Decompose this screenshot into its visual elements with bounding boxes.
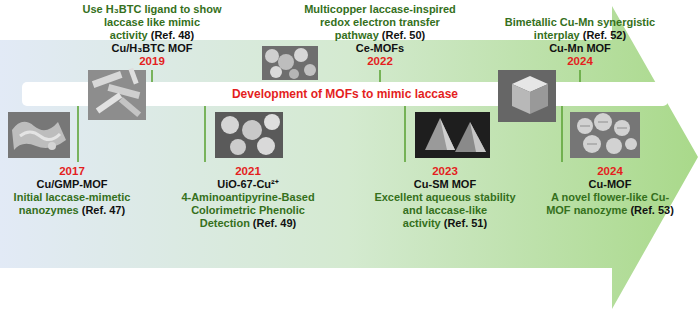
tick-lines [78,70,580,162]
timeline-entry: 2017Cu/GMP-MOFInitial laccase-mimetic na… [10,165,134,217]
desc-row: Bimetallic Cu-Mn synergistic interplay(R… [500,16,660,42]
reference-text: (Ref. 52) [583,29,626,41]
year-row: 2019 [72,55,232,68]
sem-image [8,112,70,158]
desc-row: Multicopper laccase-inspired redox elect… [300,3,460,42]
year-row: 2017 [10,165,134,178]
timeline-entry: Use H₃BTC ligand to show laccase like mi… [72,3,232,68]
year-label: 2021 [235,165,261,177]
year-row: 2021 [168,165,328,178]
timeline-entry: Bimetallic Cu-Mn synergistic interplay(R… [500,16,660,68]
name-row: Cu/GMP-MOF [10,178,134,191]
sem-image [215,112,283,158]
year-label: 2024 [597,165,623,177]
reference-text: (Ref. 47) [82,204,125,216]
desc-row: Use H₃BTC ligand to show laccase like mi… [72,3,232,42]
timeline-entry: 2023Cu-SM MOFExcellent aqueous stability… [370,165,520,230]
year-label: 2024 [567,55,593,67]
mof-name: Ce-MOFs [356,42,404,54]
desc-row: Excellent aqueous stability and laccase-… [370,191,520,230]
timeline-band: Development of MOFs to mimic laccase [22,82,668,106]
desc-row: 4-Aminoantipyrine-Based Colorimetric Phe… [168,191,328,230]
reference-text: (Ref. 49) [253,217,296,229]
reference-text: (Ref. 48) [151,29,194,41]
year-label: 2023 [432,165,458,177]
timeline-entry: Multicopper laccase-inspired redox elect… [300,3,460,68]
year-row: 2022 [300,55,460,68]
desc-row: A novel flower-like Cu-MOF nanozyme(Ref.… [545,191,675,217]
reference-text: (Ref. 53) [630,204,673,216]
timeline-arrow [0,6,698,309]
reference-text: (Ref. 51) [444,217,487,229]
sem-image [415,112,490,158]
mof-name: UiO-67-Cu²⁺ [217,178,278,190]
description-text: Multicopper laccase-inspired redox elect… [304,3,456,41]
sem-image [262,46,318,80]
year-row: 2023 [370,165,520,178]
mof-name: Cu-MOF [589,178,632,190]
band-title: Development of MOFs to mimic laccase [229,87,461,101]
desc-row: Initial laccase-mimetic nanozymes(Ref. 4… [10,191,134,217]
name-row: Cu-Mn MOF [500,42,660,55]
mof-name: Cu/GMP-MOF [37,178,108,190]
name-row: Cu/H₃BTC MOF [72,42,232,55]
mof-name: Cu/H₃BTC MOF [112,42,193,54]
name-row: Cu-MOF [545,178,675,191]
reference-text: (Ref. 50) [382,29,425,41]
year-label: 2019 [139,55,165,67]
year-label: 2022 [367,55,393,67]
name-row: Cu-SM MOF [370,178,520,191]
description-text: Bimetallic Cu-Mn synergistic interplay [505,16,655,41]
sem-image [570,112,640,158]
sem-image [498,70,556,122]
timeline-entry: 2024Cu-MOFA novel flower-like Cu-MOF nan… [545,165,675,217]
sem-image [88,68,146,120]
year-row: 2024 [500,55,660,68]
timeline-entry: 2021UiO-67-Cu²⁺4-Aminoantipyrine-Based C… [168,165,328,230]
year-row: 2024 [545,165,675,178]
year-label: 2017 [59,165,85,177]
name-row: UiO-67-Cu²⁺ [168,178,328,191]
mof-name: Cu-Mn MOF [549,42,611,54]
name-row: Ce-MOFs [300,42,460,55]
mof-name: Cu-SM MOF [414,178,476,190]
